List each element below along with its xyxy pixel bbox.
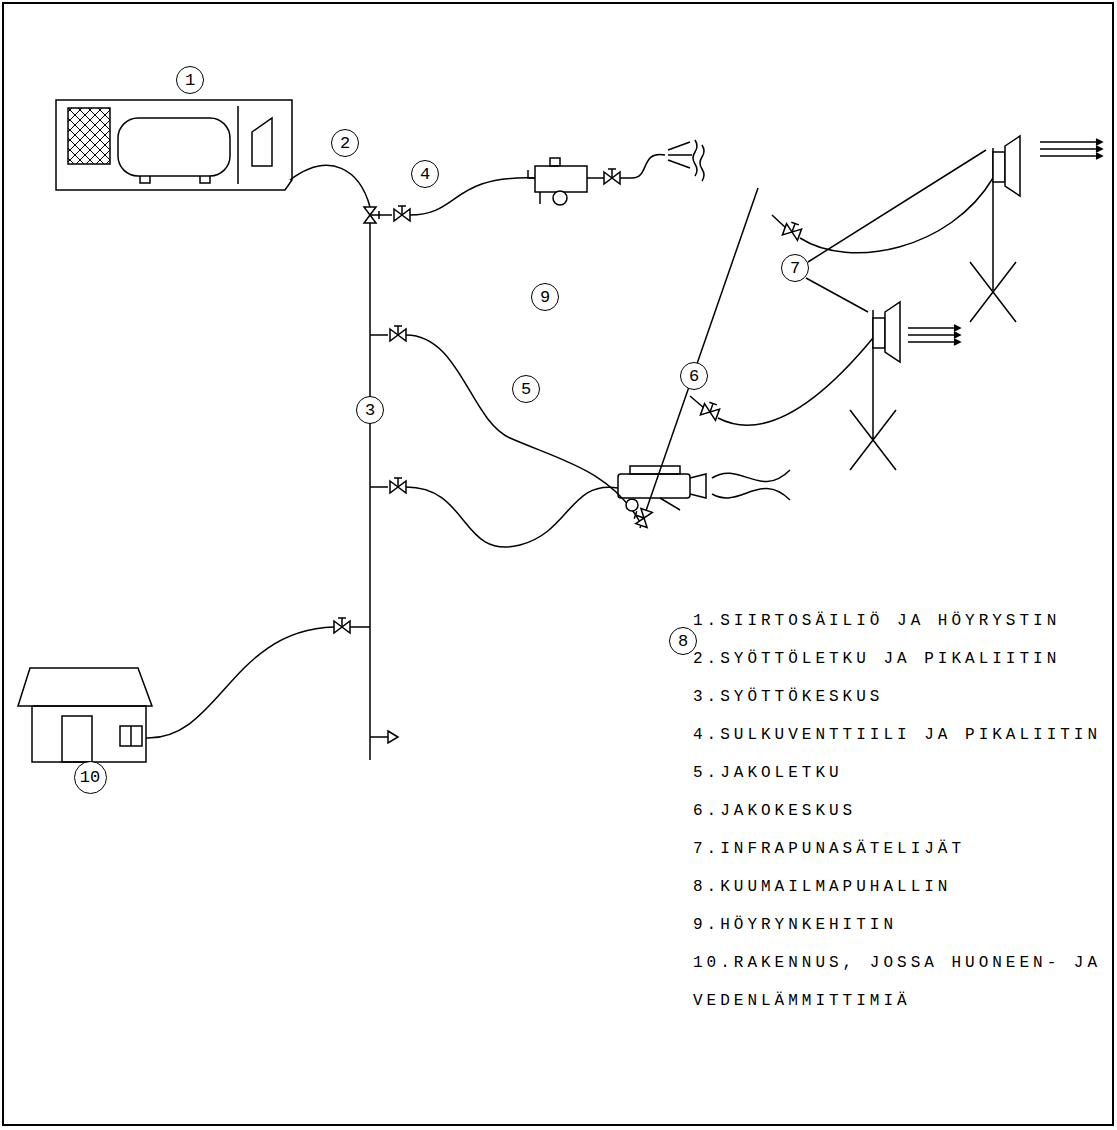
hot-air-blower	[406, 466, 790, 547]
legend-line: 6.JAKOKESKUS	[693, 792, 1109, 830]
transfer-tank	[56, 100, 292, 190]
distribution-manifold-part	[800, 178, 993, 253]
infrared-heater-part	[908, 328, 958, 342]
callout-number: 3	[356, 396, 384, 424]
transfer-tank-part	[238, 106, 272, 184]
supply-manifold-part	[390, 478, 406, 493]
distribution-hose-part	[406, 335, 640, 522]
building	[18, 627, 334, 762]
distribution-manifold	[633, 178, 993, 528]
building-part	[120, 726, 142, 746]
transfer-tank-part	[56, 100, 292, 190]
callout-number: 2	[331, 129, 359, 157]
callout-text: 6	[689, 368, 699, 385]
distribution-manifold-part	[700, 401, 720, 421]
steam-generator-part	[528, 170, 540, 204]
callout-text: 1	[185, 72, 195, 89]
shutoff-valve-part	[394, 206, 410, 221]
supply-manifold-part	[378, 214, 392, 216]
hot-air-blower-part	[690, 474, 706, 498]
callout-text: 10	[80, 769, 100, 786]
shutoff-valve	[394, 206, 410, 221]
supply-manifold-part	[390, 326, 406, 341]
infrared-heater-part	[954, 325, 960, 345]
callout-number: 5	[512, 375, 540, 403]
hot-air-blower-part	[630, 466, 680, 474]
infrared-heater-part	[806, 150, 986, 312]
callout-number: 10	[74, 761, 107, 794]
distribution-manifold-part	[640, 188, 758, 528]
steam-generator-part	[535, 166, 587, 192]
hot-air-blower-part	[406, 487, 618, 547]
supply-hose-part	[290, 165, 370, 207]
hot-air-blower-part	[618, 474, 690, 498]
distribution-hose	[406, 335, 640, 522]
callout-number: 7	[781, 254, 809, 282]
callout-text: 9	[540, 289, 550, 306]
frame	[3, 3, 1113, 1125]
legend-line: 1.SIIRTOSÄILIÖ JA HÖYRYSTIN	[693, 602, 1109, 640]
callout-number: 9	[531, 283, 559, 311]
infrared-heater-part	[873, 318, 885, 348]
steam-generator-part	[620, 154, 665, 178]
callout-number: 6	[680, 362, 708, 390]
legend-line: 7.INFRAPUNASÄTELIJÄT	[693, 830, 1109, 868]
distribution-manifold-part	[718, 338, 873, 425]
steam-generator-part	[604, 169, 620, 184]
infrared-heater	[806, 136, 1102, 470]
supply-manifold-part	[364, 207, 379, 223]
building-part	[18, 668, 152, 706]
steam-generator-part	[553, 191, 567, 205]
callout-text: 7	[790, 260, 800, 277]
callout-text: 4	[420, 166, 430, 183]
legend-line: 5.JAKOLETKU	[693, 754, 1109, 792]
supply-manifold-part	[388, 731, 398, 743]
steam-generator-part	[587, 177, 604, 179]
legend-line: 9.HÖYRYNKEHITIN	[693, 906, 1109, 944]
callout-number: 4	[411, 160, 439, 188]
legend-line: 4.SULKUVENTTIILI JA PIKALIITIN	[693, 716, 1109, 754]
transfer-tank-part	[118, 118, 230, 176]
infrared-heater-part	[1096, 139, 1102, 159]
callout-number: 8	[669, 627, 697, 655]
callout-text: 8	[678, 633, 688, 650]
hot-air-blower-part	[660, 498, 680, 510]
supply-hose	[290, 165, 370, 207]
infrared-heater-part	[1040, 142, 1100, 156]
legend-line: 8.KUUMAILMAPUHALLIN	[693, 868, 1109, 906]
callout-text: 2	[340, 135, 350, 152]
callout-number: 1	[176, 66, 204, 94]
building-part	[130, 726, 132, 746]
steam-generator-part	[693, 140, 704, 181]
steam-generator-part	[550, 158, 560, 166]
transfer-tank-part	[140, 176, 210, 183]
hot-air-blower-part	[712, 470, 790, 500]
callout-text: 5	[521, 381, 531, 398]
steam-generator	[410, 140, 704, 215]
supply-manifold	[334, 207, 406, 760]
building-part	[32, 706, 146, 762]
building-part	[146, 627, 334, 738]
hot-air-blower-part	[626, 499, 638, 511]
supply-manifold-part	[369, 207, 371, 760]
infrared-heater-part	[885, 302, 900, 362]
legend-line: 2.SYÖTTÖLETKU JA PIKALIITIN	[693, 640, 1109, 678]
infrared-heater-part	[993, 152, 1005, 182]
legend-line: 10.RAKENNUS, JOSSA HUONEEN- JA VEDENLÄMM…	[693, 944, 1109, 1020]
legend-line: 3.SYÖTTÖKESKUS	[693, 678, 1109, 716]
building-part	[62, 716, 92, 762]
infrared-heater-part	[1005, 136, 1020, 196]
callout-text: 3	[365, 402, 375, 419]
supply-manifold-part	[334, 618, 350, 633]
steam-generator-part	[668, 142, 692, 168]
supply-manifold-part	[350, 335, 388, 737]
distribution-manifold-part	[782, 221, 802, 241]
transfer-tank-part	[68, 108, 110, 164]
